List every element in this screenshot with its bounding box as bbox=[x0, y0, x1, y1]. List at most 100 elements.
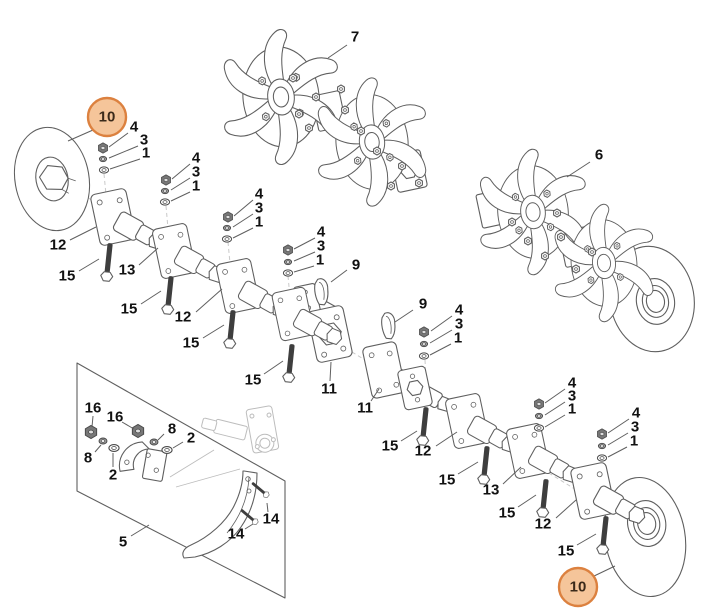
hub-13 bbox=[505, 422, 583, 489]
bolt-15 bbox=[222, 309, 240, 350]
part-callout-3: 3 bbox=[455, 316, 463, 333]
leader-line bbox=[138, 247, 159, 266]
leader-line bbox=[108, 132, 129, 148]
leader-line bbox=[232, 213, 254, 228]
part-callout-4: 4 bbox=[455, 302, 464, 319]
part-callout-3: 3 bbox=[140, 132, 148, 149]
leader-line bbox=[429, 329, 453, 344]
leader-line bbox=[330, 269, 348, 283]
kit-box-group bbox=[76, 362, 286, 599]
part-callout-12: 12 bbox=[50, 237, 67, 254]
part-callout-16: 16 bbox=[107, 409, 124, 426]
part-callout-1: 1 bbox=[454, 330, 462, 347]
part-callout-4: 4 bbox=[568, 375, 577, 392]
leader-line bbox=[121, 421, 135, 430]
highlighted-callout-10[interactable]: 10 bbox=[86, 96, 128, 138]
part-callout-1: 1 bbox=[568, 401, 576, 418]
part-callout-8: 8 bbox=[168, 421, 176, 438]
leader-line bbox=[244, 523, 254, 530]
tine-assembly-6 bbox=[470, 143, 695, 353]
leader-line bbox=[607, 432, 629, 446]
leader-line bbox=[67, 129, 94, 142]
leader-line bbox=[566, 161, 591, 178]
leader-line bbox=[232, 227, 254, 239]
part-callout-1: 1 bbox=[630, 433, 638, 450]
leader-line bbox=[293, 265, 315, 273]
leader-line bbox=[555, 499, 577, 519]
leader-line bbox=[69, 226, 97, 241]
leader-line bbox=[233, 199, 254, 217]
leader-line bbox=[394, 309, 414, 323]
leader-line bbox=[329, 361, 332, 382]
bolt-15 bbox=[415, 406, 433, 447]
protective-disc-left bbox=[13, 126, 91, 232]
leader-line bbox=[544, 388, 566, 404]
leader-line bbox=[607, 418, 630, 434]
leader-line bbox=[157, 433, 165, 441]
leader-line bbox=[263, 360, 284, 375]
highlighted-callout-10[interactable]: 10 bbox=[557, 566, 599, 608]
part-callout-15: 15 bbox=[59, 268, 76, 285]
part-callout-15: 15 bbox=[245, 372, 262, 389]
leader-line bbox=[170, 177, 191, 191]
tiller-blade bbox=[182, 470, 258, 559]
highlighted-callouts: 10 10 bbox=[86, 96, 599, 608]
part-callout-16: 16 bbox=[85, 400, 102, 417]
tine-assembly-7 bbox=[213, 23, 437, 213]
part-callout-9: 9 bbox=[419, 296, 427, 313]
highlight-label: 10 bbox=[570, 579, 587, 596]
part-callout-11: 11 bbox=[321, 381, 337, 398]
clip-9 bbox=[380, 311, 398, 341]
hub-series-lower bbox=[362, 311, 687, 598]
bolt-15 bbox=[281, 343, 299, 384]
highlight-circle[interactable] bbox=[557, 566, 599, 608]
leader-line bbox=[202, 324, 225, 339]
hub-series-upper bbox=[89, 187, 353, 384]
leader-line bbox=[370, 388, 380, 402]
leader-line bbox=[91, 415, 94, 428]
leader-line bbox=[327, 44, 348, 59]
leader-line bbox=[607, 446, 628, 458]
part-callout-15: 15 bbox=[121, 301, 138, 318]
leader-line bbox=[170, 191, 191, 202]
hub-13 bbox=[151, 222, 229, 289]
part-callout-4: 4 bbox=[255, 186, 264, 203]
part-callout-15: 15 bbox=[499, 505, 516, 522]
highlight-circle[interactable] bbox=[86, 96, 128, 138]
leader-line bbox=[195, 288, 223, 313]
part-callout-1: 1 bbox=[316, 252, 324, 269]
bolt-15 bbox=[535, 478, 553, 519]
part-callout-4: 4 bbox=[632, 405, 641, 422]
part-callout-15: 15 bbox=[382, 438, 399, 455]
leader-line bbox=[266, 502, 269, 513]
part-callout-15: 15 bbox=[558, 543, 575, 560]
leader-line bbox=[130, 524, 150, 537]
part-callout-1: 1 bbox=[192, 178, 200, 195]
part-callout-9: 9 bbox=[352, 257, 360, 274]
part-callout-15: 15 bbox=[183, 335, 200, 352]
leader-line bbox=[293, 237, 316, 250]
part-callout-3: 3 bbox=[631, 419, 639, 436]
leader-line bbox=[429, 343, 452, 356]
part-callout-6: 6 bbox=[595, 147, 603, 164]
part-callout-8: 8 bbox=[84, 450, 92, 467]
leader-line bbox=[172, 441, 184, 449]
part-callout-7: 7 bbox=[351, 29, 359, 46]
leader-line bbox=[591, 565, 616, 578]
leader-line bbox=[140, 290, 162, 305]
part-callout-4: 4 bbox=[130, 119, 139, 136]
part-callout-1: 1 bbox=[142, 145, 150, 162]
leader-line bbox=[108, 145, 139, 159]
leader-line bbox=[544, 414, 566, 428]
kit-box-outline bbox=[76, 362, 286, 599]
part-callout-5: 5 bbox=[119, 534, 127, 551]
leader-line bbox=[430, 315, 453, 332]
part-callout-3: 3 bbox=[255, 200, 263, 217]
part-callout-3: 3 bbox=[568, 388, 576, 405]
part-callout-1: 1 bbox=[255, 214, 263, 231]
part-callout-12: 12 bbox=[535, 516, 552, 533]
leader-line bbox=[517, 494, 537, 508]
